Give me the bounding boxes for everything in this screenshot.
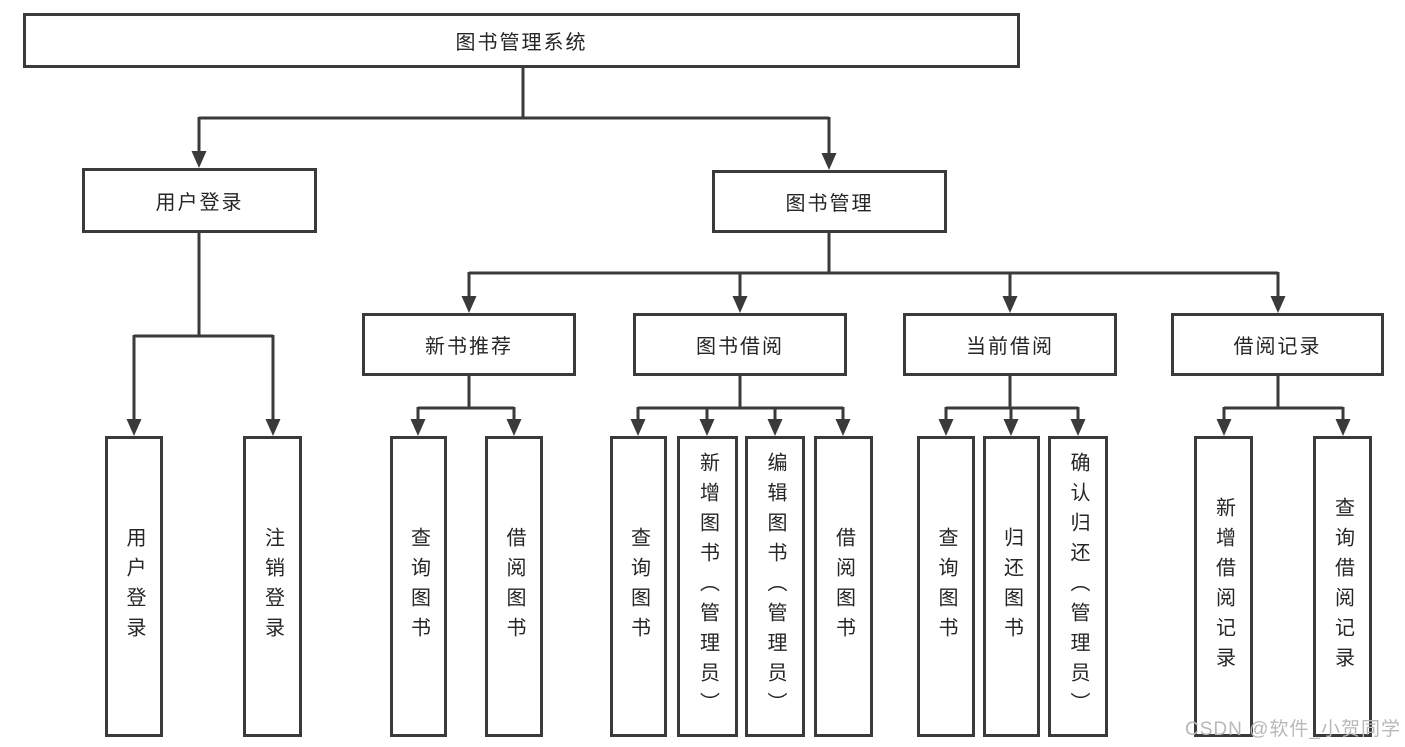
- arrow-down-icon: [461, 296, 477, 313]
- leaf-edit-books-admin: 编辑图书（管理员）: [745, 436, 805, 737]
- leaf-label: 借阅图书: [503, 526, 525, 647]
- leaf-label: 新增借阅记录: [1212, 496, 1235, 677]
- leaf-logout: 注销登录: [243, 436, 302, 737]
- arrow-down-icon: [126, 419, 142, 436]
- arrow-down-icon: [767, 419, 783, 436]
- arrow-down-icon: [732, 296, 748, 313]
- arrow-down-icon: [506, 419, 522, 436]
- leaf-label: 查询借阅记录: [1331, 496, 1354, 677]
- leaf-query-books-borrow: 查询图书: [610, 436, 667, 737]
- arrowheads: [126, 151, 1351, 436]
- leaf-user-login: 用户登录: [105, 436, 163, 737]
- leaf-confirm-return-admin: 确认归还（管理员）: [1048, 436, 1108, 737]
- arrow-down-icon: [630, 419, 646, 436]
- node-book-management: 图书管理: [712, 170, 947, 233]
- arrow-down-icon: [265, 419, 281, 436]
- leaf-return-books: 归还图书: [983, 436, 1040, 737]
- node-library-management-system: 图书管理系统: [23, 13, 1020, 68]
- arrow-down-icon: [821, 153, 837, 170]
- leaf-label: 归还图书: [1000, 526, 1023, 647]
- leaf-label: 编辑图书（管理员）: [764, 451, 786, 722]
- arrow-down-icon: [938, 419, 954, 436]
- leaf-borrow-books-recommend: 借阅图书: [485, 436, 543, 737]
- arrow-down-icon: [191, 151, 207, 168]
- arrow-down-icon: [835, 419, 851, 436]
- leaf-add-books-admin: 新增图书（管理员）: [677, 436, 738, 737]
- leaf-query-books-current: 查询图书: [917, 436, 975, 737]
- leaf-label: 查询图书: [935, 526, 957, 647]
- leaf-label: 注销登录: [261, 526, 284, 647]
- leaf-borrow-books-borrow: 借阅图书: [814, 436, 873, 737]
- leaf-query-books-recommend: 查询图书: [390, 436, 447, 737]
- node-book-borrowing: 图书借阅: [633, 313, 847, 376]
- leaf-label: 借阅图书: [832, 526, 855, 647]
- node-borrowing-records: 借阅记录: [1171, 313, 1384, 376]
- arrow-down-icon: [1002, 296, 1018, 313]
- arrow-down-icon: [699, 419, 715, 436]
- node-current-borrowing: 当前借阅: [903, 313, 1117, 376]
- leaf-add-borrow-record: 新增借阅记录: [1194, 436, 1253, 737]
- arrow-down-icon: [1003, 419, 1019, 436]
- arrow-down-icon: [1335, 419, 1351, 436]
- leaf-label: 确认归还（管理员）: [1067, 451, 1089, 722]
- arrow-down-icon: [410, 419, 426, 436]
- leaf-query-borrow-record: 查询借阅记录: [1313, 436, 1372, 737]
- node-user-login: 用户登录: [82, 168, 317, 233]
- arrow-down-icon: [1270, 296, 1286, 313]
- watermark: CSDN @软件_小贺同学: [1185, 719, 1401, 740]
- leaf-label: 用户登录: [123, 526, 145, 647]
- leaf-label: 新增图书（管理员）: [696, 451, 719, 722]
- arrow-down-icon: [1216, 419, 1232, 436]
- leaf-label: 查询图书: [407, 526, 430, 647]
- arrow-down-icon: [1070, 419, 1086, 436]
- node-new-book-recommendation: 新书推荐: [362, 313, 576, 376]
- leaf-label: 查询图书: [627, 526, 650, 647]
